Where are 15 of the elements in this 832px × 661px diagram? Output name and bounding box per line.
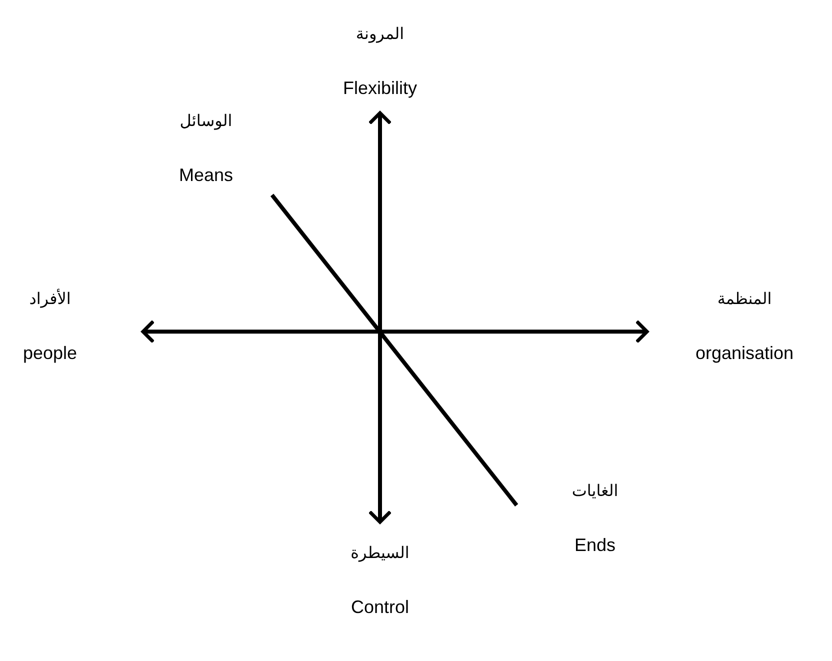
arrow xyxy=(369,111,391,524)
axis-label: الغايات xyxy=(572,480,618,502)
axis-label: السيطرة xyxy=(350,542,410,564)
axis-label: Means xyxy=(178,164,234,186)
axis-label: المنظمة xyxy=(717,288,772,310)
arrow xyxy=(141,320,649,342)
line xyxy=(270,194,518,506)
axis-label: Flexibility xyxy=(342,76,417,98)
axis-label: people xyxy=(22,342,78,364)
axis-label: المرونة xyxy=(356,22,404,44)
axis-label: الوسائل xyxy=(180,110,232,132)
axis-label: Ends xyxy=(574,534,616,556)
axis-label: organisation xyxy=(695,342,794,364)
axis-label: الأفراد xyxy=(29,288,71,310)
axis-label: Control xyxy=(350,596,410,618)
